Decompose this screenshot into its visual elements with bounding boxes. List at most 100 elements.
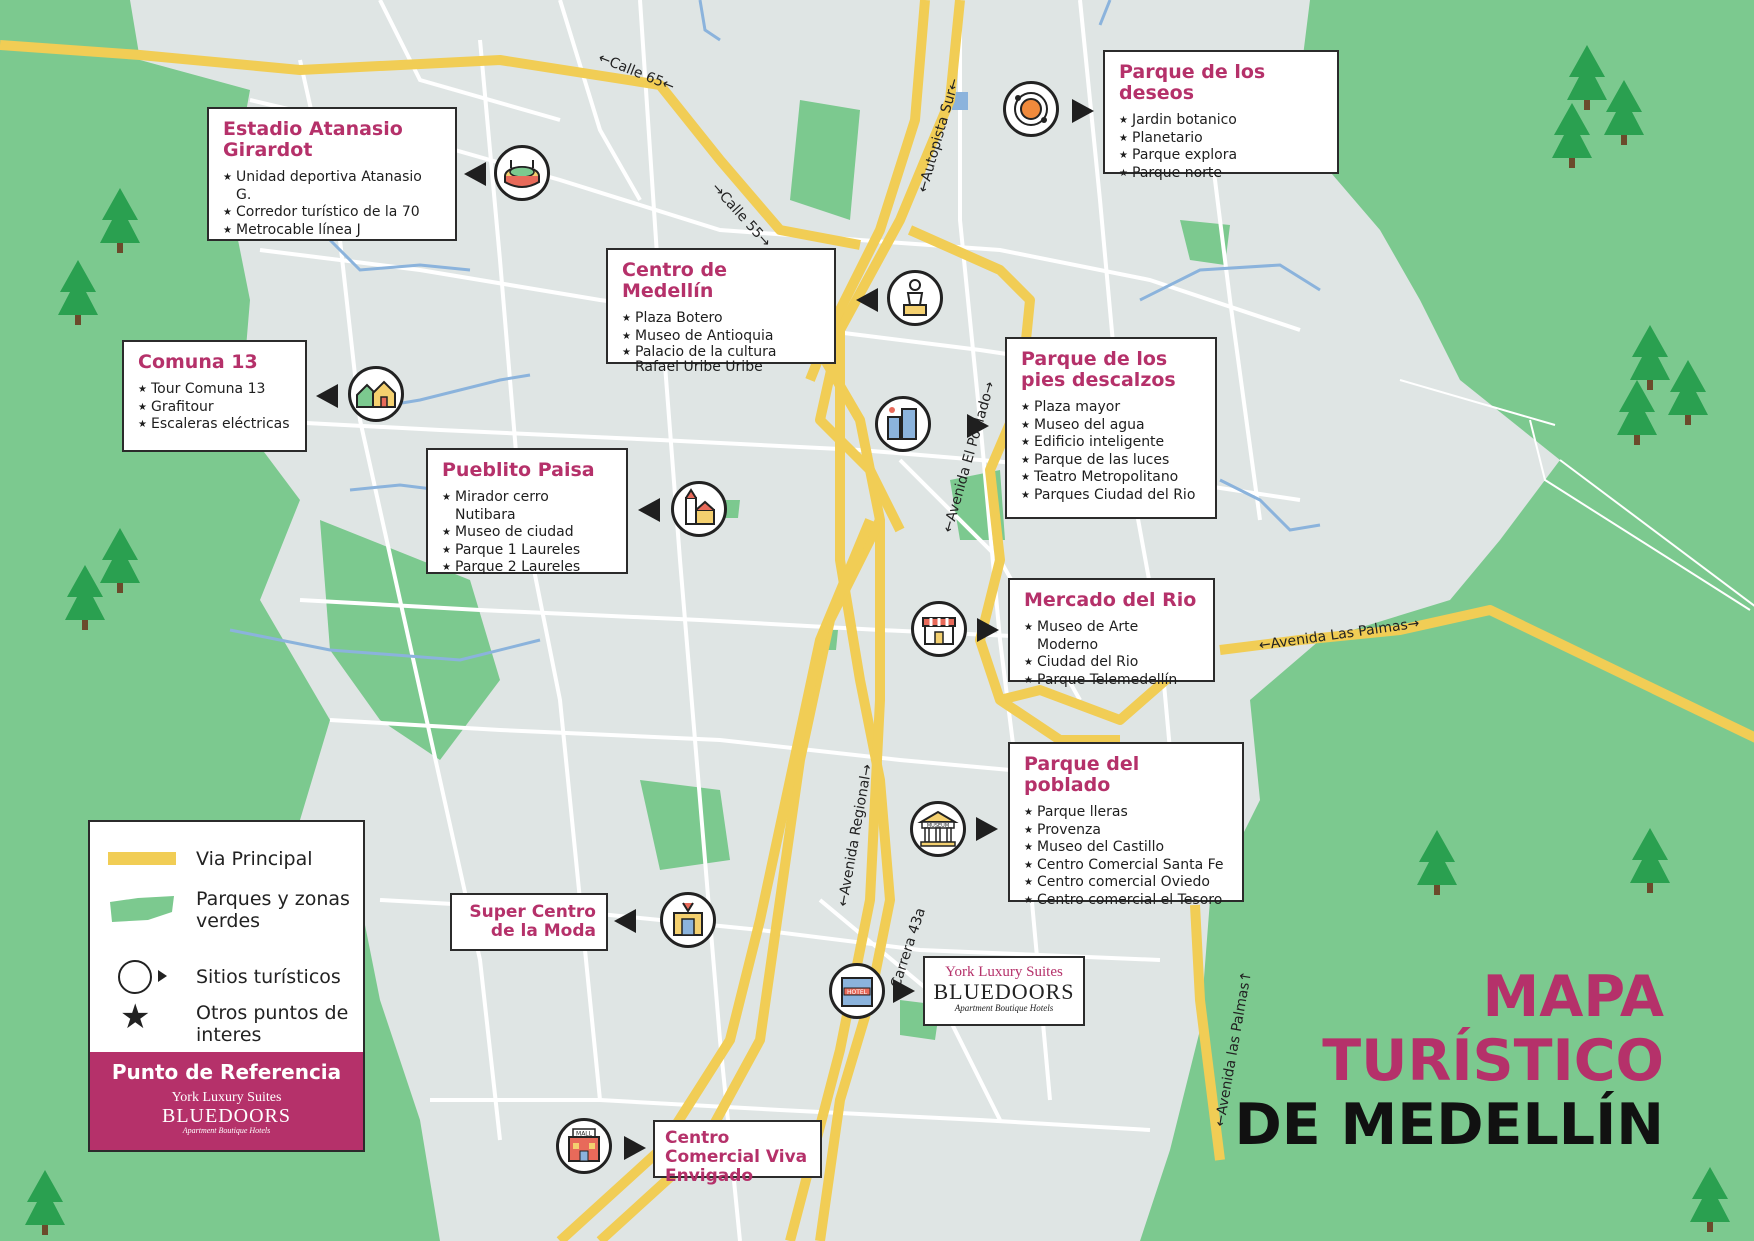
place-title: Centro de Medellín: [622, 259, 727, 302]
legend-row-parques: Parques y zonas verdes: [90, 888, 363, 932]
legend-row-sitios: Sitios turísticos: [90, 960, 363, 1000]
place-title: Super Centro de la Moda: [469, 902, 596, 941]
place-item: Plaza Botero: [622, 310, 820, 328]
title-line-2: TURÍSTICO: [1322, 1028, 1664, 1094]
place-item: Parque 2 Laureles: [442, 559, 612, 577]
place-card-viva-envigado[interactable]: Centro Comercial Viva Envigado: [653, 1120, 822, 1186]
map-title: MAPA TURÍSTICO DE MEDELLÍN: [1234, 965, 1664, 1157]
place-item: Grafitour: [138, 399, 291, 417]
stadium-icon[interactable]: [494, 145, 550, 201]
place-item: Ciudad del Rio: [1024, 654, 1199, 672]
rivers: [229, 0, 1321, 662]
place-item: Parque norte: [1119, 165, 1323, 183]
title-line-1: MAPA: [1482, 964, 1665, 1030]
place-item: Centro comercial Oviedo: [1024, 874, 1228, 892]
hotel-icon[interactable]: HOTEL: [829, 963, 885, 1019]
reference-title: Punto de Referencia: [111, 1060, 342, 1084]
shop-icon[interactable]: [660, 892, 716, 948]
museum-icon-label: MUSEUM: [927, 823, 949, 829]
place-card-estadio[interactable]: Estadio Atanasio Girardot Unidad deporti…: [207, 107, 457, 241]
site-circle-icon: [118, 960, 152, 994]
planet-icon[interactable]: [1003, 81, 1059, 137]
legend-label: Via Principal: [196, 848, 313, 870]
place-item: Museo de Arte Moderno: [1024, 619, 1199, 654]
legend-label: Sitios turísticos: [196, 966, 341, 988]
road-swatch: [108, 852, 176, 865]
place-card-poblado[interactable]: Parque del poblado Parque lleras Provenz…: [1008, 742, 1244, 909]
pointer-arrow-left: [638, 498, 660, 522]
legend-row-via: Via Principal: [90, 842, 363, 882]
place-item: Palacio de la cultura Rafael Uribe Uribe: [622, 345, 820, 375]
place-title: Centro Comercial Viva Envigado: [665, 1128, 808, 1186]
place-item: Corredor turístico de la 70: [223, 204, 441, 222]
place-card-comuna13[interactable]: Comuna 13 Tour Comuna 13 Grafitour Escal…: [122, 340, 307, 452]
place-item: Parque lleras: [1024, 804, 1228, 822]
place-item: Parque Telemedellín: [1024, 672, 1199, 690]
place-card-super-centro-moda[interactable]: Super Centro de la Moda: [450, 893, 608, 951]
hotel-logo-sub: Apartment Boutique Hotels: [954, 1003, 1054, 1013]
pointer-arrow-right: [977, 618, 999, 642]
place-title: Comuna 13: [138, 351, 258, 373]
pointer-arrow-right: [976, 817, 998, 841]
hotel-logo-top: York Luxury Suites: [945, 964, 1063, 980]
place-card-mercado[interactable]: Mercado del Rio Museo de Arte Moderno Ci…: [1008, 578, 1215, 689]
pointer-arrow-left: [614, 909, 636, 933]
place-item: Parque 1 Laureles: [442, 542, 612, 560]
place-item: Metrocable línea J: [223, 222, 441, 240]
place-item: Provenza: [1024, 822, 1228, 840]
place-title: Pueblito Paisa: [442, 459, 595, 481]
place-item: Centro Comercial Santa Fe: [1024, 857, 1228, 875]
statue-icon[interactable]: [887, 270, 943, 326]
place-card-pueblito[interactable]: Pueblito Paisa Mirador cerro Nutibara Mu…: [426, 448, 628, 577]
place-item: Parque explora: [1119, 147, 1323, 165]
hotel-logo-card[interactable]: York Luxury Suites BLUEDOORS Apartment B…: [923, 956, 1085, 1026]
place-item: Centro comercial el Tesoro: [1024, 892, 1228, 910]
legend-label: Parques y zonas verdes: [196, 888, 350, 932]
legend-reference: Punto de Referencia York Luxury Suites B…: [90, 1052, 363, 1150]
place-card-centro[interactable]: Centro de Medellín Plaza Botero Museo de…: [606, 248, 836, 375]
place-item: Museo de ciudad: [442, 524, 612, 542]
pointer-arrow-right: [1072, 99, 1094, 123]
legend-label: Otros puntos de interes: [196, 1002, 349, 1046]
place-item: Planetario: [1119, 130, 1323, 148]
houses-icon[interactable]: [348, 366, 404, 422]
place-item: Museo de Antioquia: [622, 328, 820, 346]
star-icon: ★: [120, 998, 151, 1036]
market-icon[interactable]: [911, 601, 967, 657]
place-item: Teatro Metropolitano: [1021, 469, 1201, 487]
place-item: Parques Ciudad del Rio: [1021, 487, 1201, 505]
buildings-icon[interactable]: [875, 396, 931, 452]
mall-icon-label: MALL: [576, 1131, 593, 1138]
reference-logo-top: York Luxury Suites: [171, 1090, 282, 1105]
place-card-deseos[interactable]: Parque de los deseos Jardin botanico Pla…: [1103, 50, 1339, 182]
place-item: Escaleras eléctricas: [138, 416, 291, 434]
church-icon[interactable]: [671, 481, 727, 537]
pointer-arrow-right: [893, 979, 915, 1003]
place-title: Parque del poblado: [1024, 753, 1140, 796]
trees: [25, 45, 1730, 1235]
reference-logo-sub: Apartment Boutique Hotels: [182, 1126, 271, 1135]
place-item: Unidad deportiva Atanasio G.: [223, 169, 441, 204]
hotel-logo-main: BLUEDOORS: [933, 979, 1075, 1004]
place-item: Plaza mayor: [1021, 399, 1201, 417]
place-card-pies-descalzos[interactable]: Parque de los pies descalzos Plaza mayor…: [1005, 337, 1217, 519]
pointer-arrow-left: [316, 384, 338, 408]
mall-icon[interactable]: MALL: [556, 1118, 612, 1174]
map-legend: Via Principal Parques y zonas verdes Sit…: [88, 820, 365, 1152]
pointer-arrow-left: [464, 162, 486, 186]
title-line-3: DE MEDELLÍN: [1234, 1092, 1664, 1158]
place-title: Parque de los deseos: [1119, 61, 1266, 104]
reference-logo-main: BLUEDOORS: [161, 1105, 291, 1127]
place-item: Museo del agua: [1021, 417, 1201, 435]
place-title: Parque de los pies descalzos: [1021, 348, 1176, 391]
hotel-icon-label: HOTEL: [847, 989, 868, 996]
site-arrow-icon: [158, 970, 167, 982]
place-item: Mirador cerro Nutibara: [442, 489, 612, 524]
pointer-arrow-left: [856, 288, 878, 312]
place-item: Edificio inteligente: [1021, 434, 1201, 452]
museum-icon[interactable]: MUSEUM: [910, 801, 966, 857]
place-item: Jardin botanico: [1119, 112, 1323, 130]
boundary-lines: [1399, 379, 1754, 611]
place-title: Mercado del Rio: [1024, 589, 1197, 611]
